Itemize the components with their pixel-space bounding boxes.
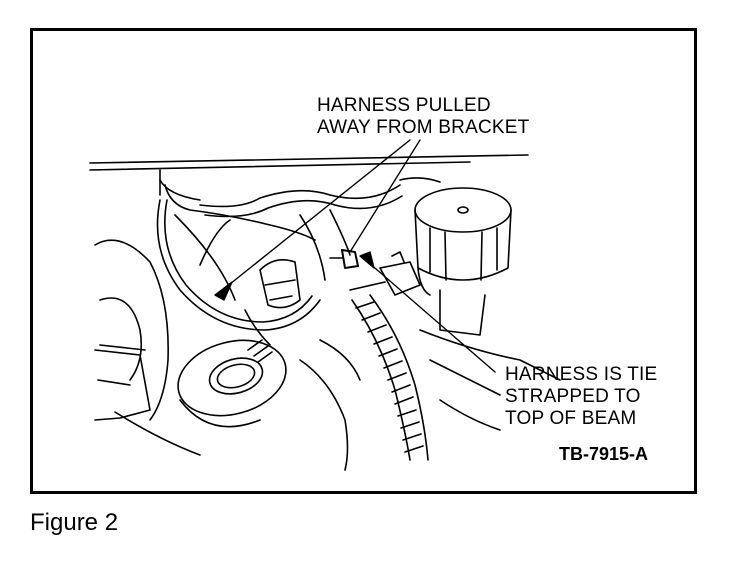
figure-caption: Figure 2: [30, 509, 119, 536]
side-connector: [349, 251, 421, 296]
connector-block: [244, 259, 301, 346]
grommet: [177, 339, 287, 428]
figure-frame: [30, 28, 697, 494]
corrugated-conduit: [351, 294, 429, 461]
upper-harness: [199, 177, 441, 281]
callout-harness-tie-strapped: HARNESS IS TIE STRAPPED TO TOP OF BEAM: [505, 364, 658, 429]
tie-strap: [329, 249, 359, 269]
fender-panel: [94, 239, 201, 456]
reservoir-cap: [414, 187, 512, 336]
wiring-harness-loop: [156, 179, 321, 331]
part-number-label: TB-7915-A: [559, 444, 649, 464]
leader-lines: [214, 139, 496, 373]
bracket-casting: [299, 329, 561, 471]
beam: [89, 154, 529, 196]
callout-harness-pulled: HARNESS PULLED AWAY FROM BRACKET: [317, 95, 530, 138]
